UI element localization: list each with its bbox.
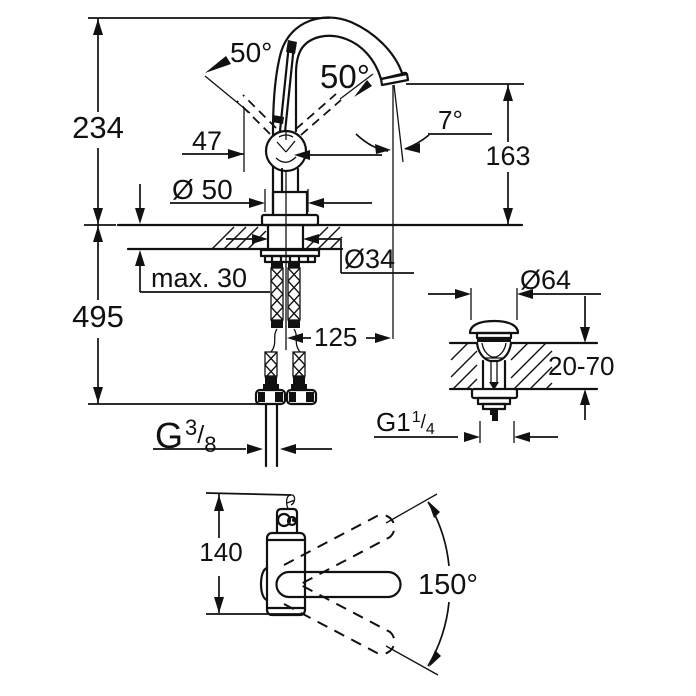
dimension-lever-offset: 47 (182, 108, 382, 172)
spout-swivel-lower (283, 582, 396, 655)
dia-34-label: Ø34 (344, 244, 395, 274)
dimension-body-depth: 140 (199, 492, 305, 615)
angle-50-left-label: 50° (230, 37, 272, 68)
dim-495-label: 495 (72, 299, 124, 334)
max-30-label: max. 30 (151, 263, 247, 293)
g114-label: G11/4 (376, 407, 435, 438)
angle-50-right-label: 50° (320, 58, 370, 95)
faucet-body (259, 16, 410, 350)
dia-64-label: Ø64 (520, 265, 571, 295)
dim-47-label: 47 (192, 126, 222, 156)
spout-swivel-upper (283, 514, 396, 587)
spout-mouth (379, 72, 410, 87)
dim-125-label: 125 (314, 322, 357, 352)
fixing-nut (259, 248, 321, 264)
dim-234-label: 234 (72, 110, 124, 145)
range-20-70-label: 20-70 (548, 351, 615, 381)
dimension-outlet-projection: 125 (287, 322, 391, 352)
dimension-lever-angle-left: 50° (204, 37, 277, 135)
g38-label: G3/8 (155, 415, 216, 457)
dimension-supply-thread: G3/8 (153, 415, 332, 457)
basin-hatching (450, 342, 553, 390)
countertop-section (116, 223, 524, 251)
angle-7-label: 7° (438, 105, 463, 135)
mounting-studs-lower (254, 351, 318, 468)
deck-hatching (211, 226, 343, 250)
lever-ball-joint (264, 129, 308, 173)
dimension-shank-diameter: Ø34 (226, 234, 414, 274)
top-view: 140 150° (199, 492, 478, 676)
dimension-max-deck: max. 30 (135, 184, 270, 293)
dimension-height-above-deck: 234 (72, 18, 124, 225)
dimension-lever-angle-right: 50° (295, 58, 374, 136)
body-side-bulge (259, 566, 269, 602)
faucet-spout-outline (271, 16, 408, 217)
popup-waste-plug (448, 319, 599, 421)
dimension-swivel-range: 150° (385, 493, 478, 676)
supply-nut-left (254, 388, 287, 406)
dim-140-label: 140 (199, 537, 242, 567)
lever-handle (272, 40, 297, 134)
dimension-spout-angle: 7° (355, 84, 492, 339)
lever-tip-hook (285, 494, 296, 510)
dimension-waste-thread: G11/4 (374, 407, 558, 443)
dimension-spout-height: 163 (406, 83, 531, 225)
angle-150-label: 150° (418, 569, 478, 601)
front-view: 234 495 (72, 16, 531, 468)
break-squiggle-left (270, 328, 278, 353)
base-flange (260, 213, 320, 227)
supply-nut-right (285, 388, 318, 406)
dimension-height-below-deck: 495 (72, 225, 124, 404)
faucet-body-top-view (259, 494, 307, 617)
dia-50-label: Ø 50 (172, 174, 233, 205)
dimension-drain-cap: Ø64 (428, 265, 601, 320)
dimension-drain-deck-range: 20-70 (548, 296, 615, 420)
spout-top-view (275, 570, 402, 599)
drain-detail-view: Ø64 (374, 265, 615, 443)
dimension-base-diameter: Ø 50 (170, 174, 372, 212)
dim-163-label: 163 (485, 141, 530, 171)
